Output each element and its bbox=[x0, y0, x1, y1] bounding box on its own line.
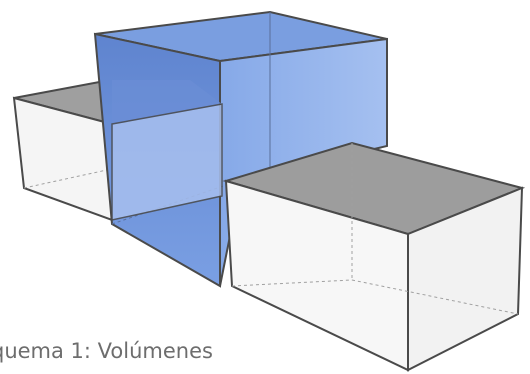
overlap-region bbox=[111, 80, 223, 221]
right-box-hidden-edge-h2 bbox=[351, 279, 519, 315]
right-box-hidden-edge-h1 bbox=[231, 279, 353, 287]
overlap-front-face bbox=[111, 103, 223, 221]
right-box bbox=[222, 141, 526, 372]
overlap-top-face bbox=[112, 80, 222, 124]
left-box-hidden-edge bbox=[23, 167, 117, 189]
figure-caption: quema 1: Volúmenes bbox=[0, 339, 213, 363]
